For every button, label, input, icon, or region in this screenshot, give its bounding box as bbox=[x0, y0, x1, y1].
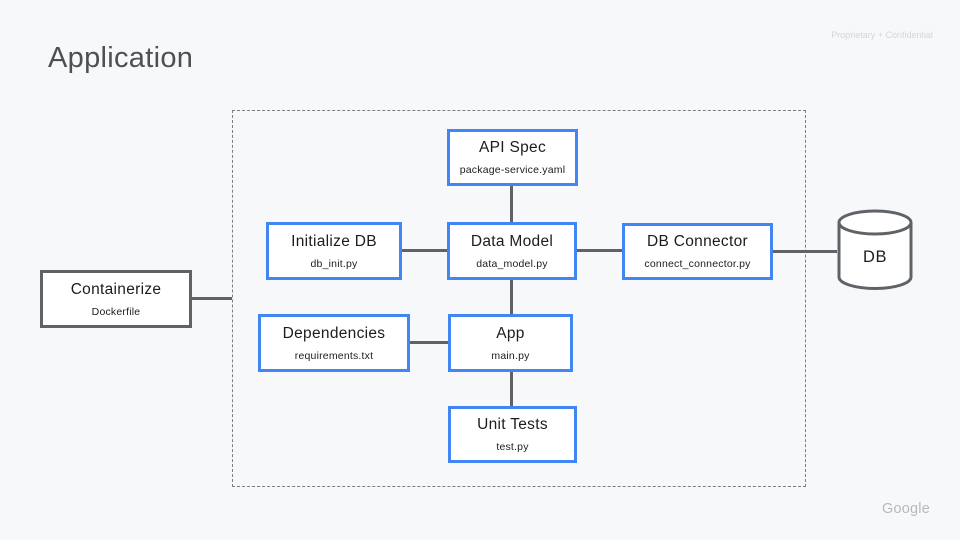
database-cylinder-icon bbox=[837, 209, 913, 290]
page-title: Application bbox=[48, 42, 194, 74]
node-filename: main.py bbox=[491, 349, 530, 362]
node-label: DB Connector bbox=[647, 233, 748, 250]
node-filename: connect_connector.py bbox=[644, 258, 751, 270]
node-label: Data Model bbox=[470, 232, 554, 250]
connector-containerize-boundary bbox=[192, 297, 232, 300]
google-logo: Google bbox=[882, 501, 930, 517]
application-boundary bbox=[232, 110, 806, 487]
node-filename: package-service.yaml bbox=[459, 164, 566, 176]
node-unit-tests: Unit Tests test.py bbox=[448, 406, 577, 463]
node-label: API Spec bbox=[478, 139, 547, 156]
connector-datamodel-dbconnector bbox=[577, 249, 622, 252]
node-api-spec: API Spec package-service.yaml bbox=[447, 129, 578, 186]
connector-datamodel-app bbox=[510, 280, 513, 314]
node-db-connector: DB Connector connect_connector.py bbox=[622, 223, 773, 280]
node-filename: requirements.txt bbox=[294, 349, 374, 362]
node-containerize: Containerize Dockerfile bbox=[40, 270, 192, 328]
node-filename: data_model.py bbox=[476, 257, 548, 270]
connector-apispec-datamodel bbox=[510, 186, 513, 222]
node-label: Unit Tests bbox=[477, 416, 548, 433]
connector-initdb-datamodel bbox=[402, 249, 447, 252]
node-data-model: Data Model data_model.py bbox=[447, 222, 577, 280]
confidential-watermark: Proprietary + Confidential bbox=[831, 30, 933, 40]
node-label: App bbox=[496, 324, 525, 342]
connector-dependencies-app bbox=[410, 341, 448, 344]
node-filename: Dockerfile bbox=[91, 305, 141, 318]
node-filename: db_init.py bbox=[310, 257, 358, 270]
connector-app-unittests bbox=[510, 372, 513, 406]
node-label: Dependencies bbox=[282, 324, 386, 342]
database-cylinder: DB bbox=[836, 208, 914, 292]
database-label: DB bbox=[863, 248, 887, 266]
node-filename: test.py bbox=[496, 441, 529, 453]
node-app: App main.py bbox=[448, 314, 573, 372]
node-label: Initialize DB bbox=[291, 232, 377, 250]
node-label: Containerize bbox=[70, 280, 162, 298]
connector-dbconnector-db bbox=[773, 250, 837, 253]
node-dependencies: Dependencies requirements.txt bbox=[258, 314, 410, 372]
node-initialize-db: Initialize DB db_init.py bbox=[266, 222, 402, 280]
